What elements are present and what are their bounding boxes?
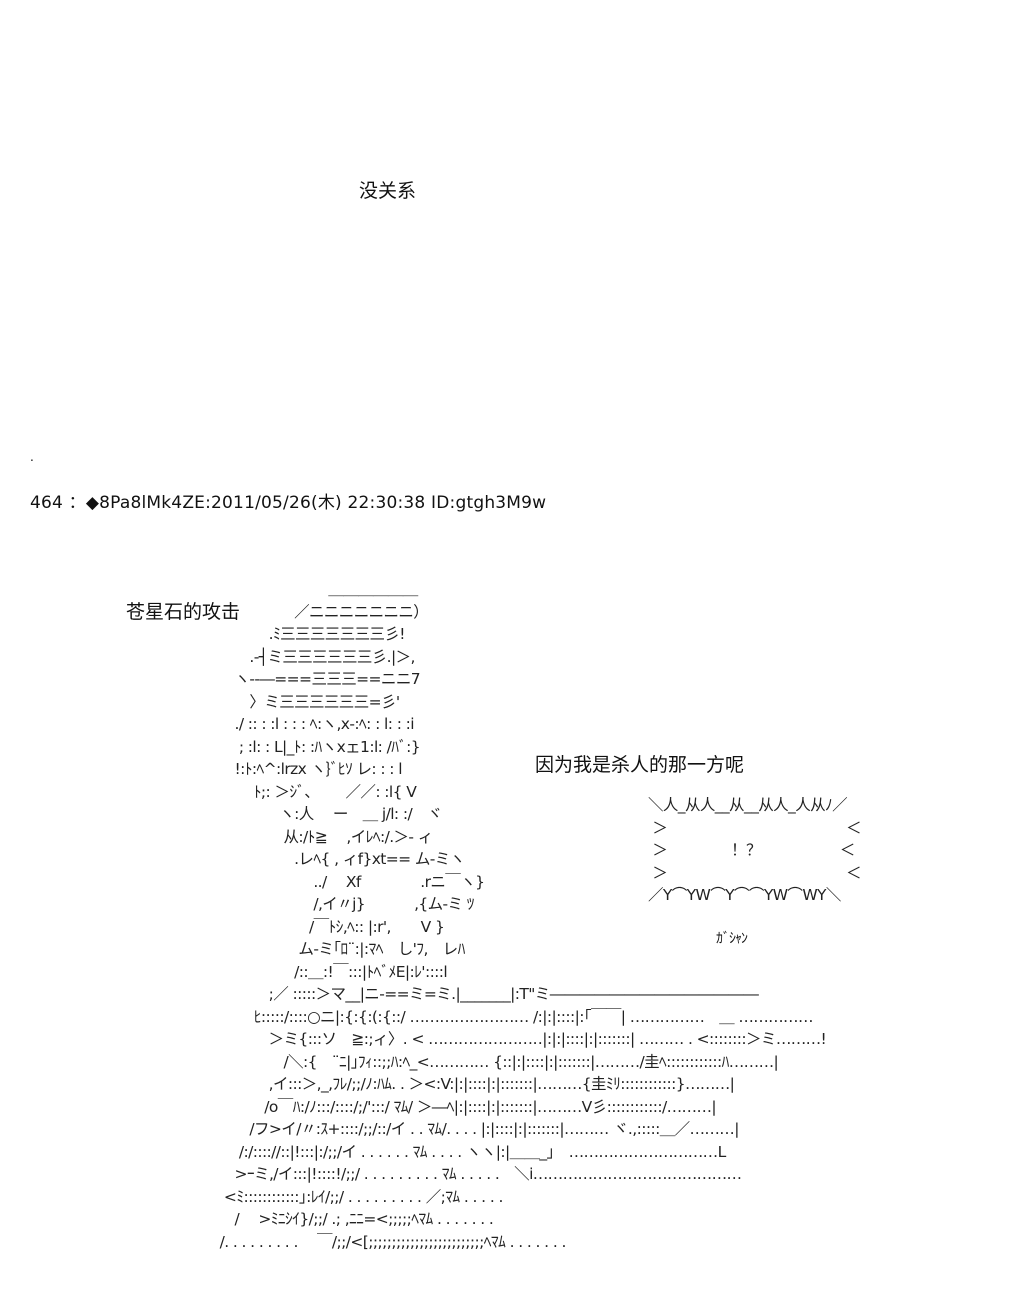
dialog-line-top: 没关系 bbox=[359, 180, 417, 202]
dialog-line-right: 因为我是杀人的那一方呢 bbox=[535, 754, 745, 776]
stray-dot: . bbox=[30, 450, 34, 464]
shout-bubble: ＼人_从人__从__从人_人从ﾉ／ ＞ ＜ ＞ ！？ ＜ ＞ ＜ ／Y⌒YW⌒Y… bbox=[648, 796, 862, 904]
ascii-art-figure: ＿＿＿＿＿＿ ／ニニニニニニニ） .ﾐ三三三三三三三彡! .-┤ミ三三三三三三彡… bbox=[219, 580, 827, 1251]
post-header: 464 ：◆8Pa8lMk4ZE:2011/05/26(木) 22:30:38 … bbox=[30, 493, 547, 513]
sfx-crash: ｶﾞｼｬﾝ bbox=[716, 931, 748, 947]
caption-attack: 苍星石的攻击 bbox=[126, 601, 241, 623]
